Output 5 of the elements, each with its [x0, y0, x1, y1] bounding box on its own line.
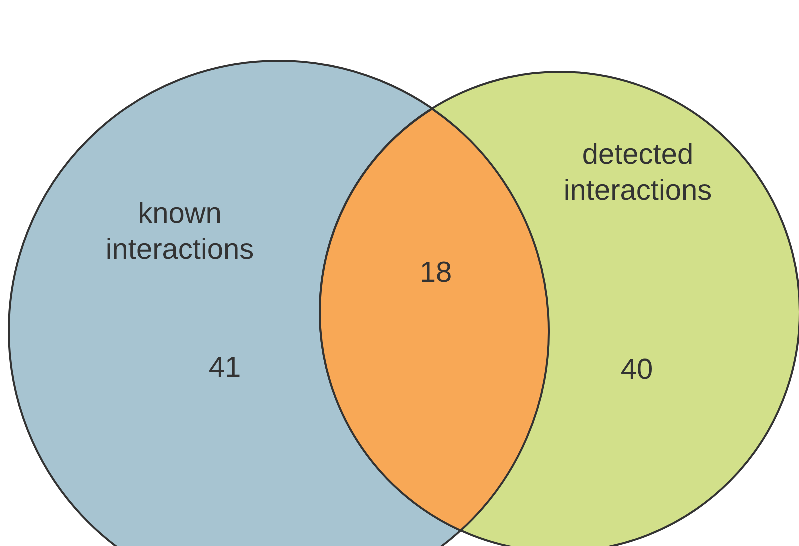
set-label: detected interactions [562, 138, 714, 209]
count-label: 41 [208, 351, 242, 386]
count-label: 18 [420, 256, 452, 291]
set-label: known interactions [104, 197, 256, 268]
count-label: 40 [620, 353, 654, 388]
